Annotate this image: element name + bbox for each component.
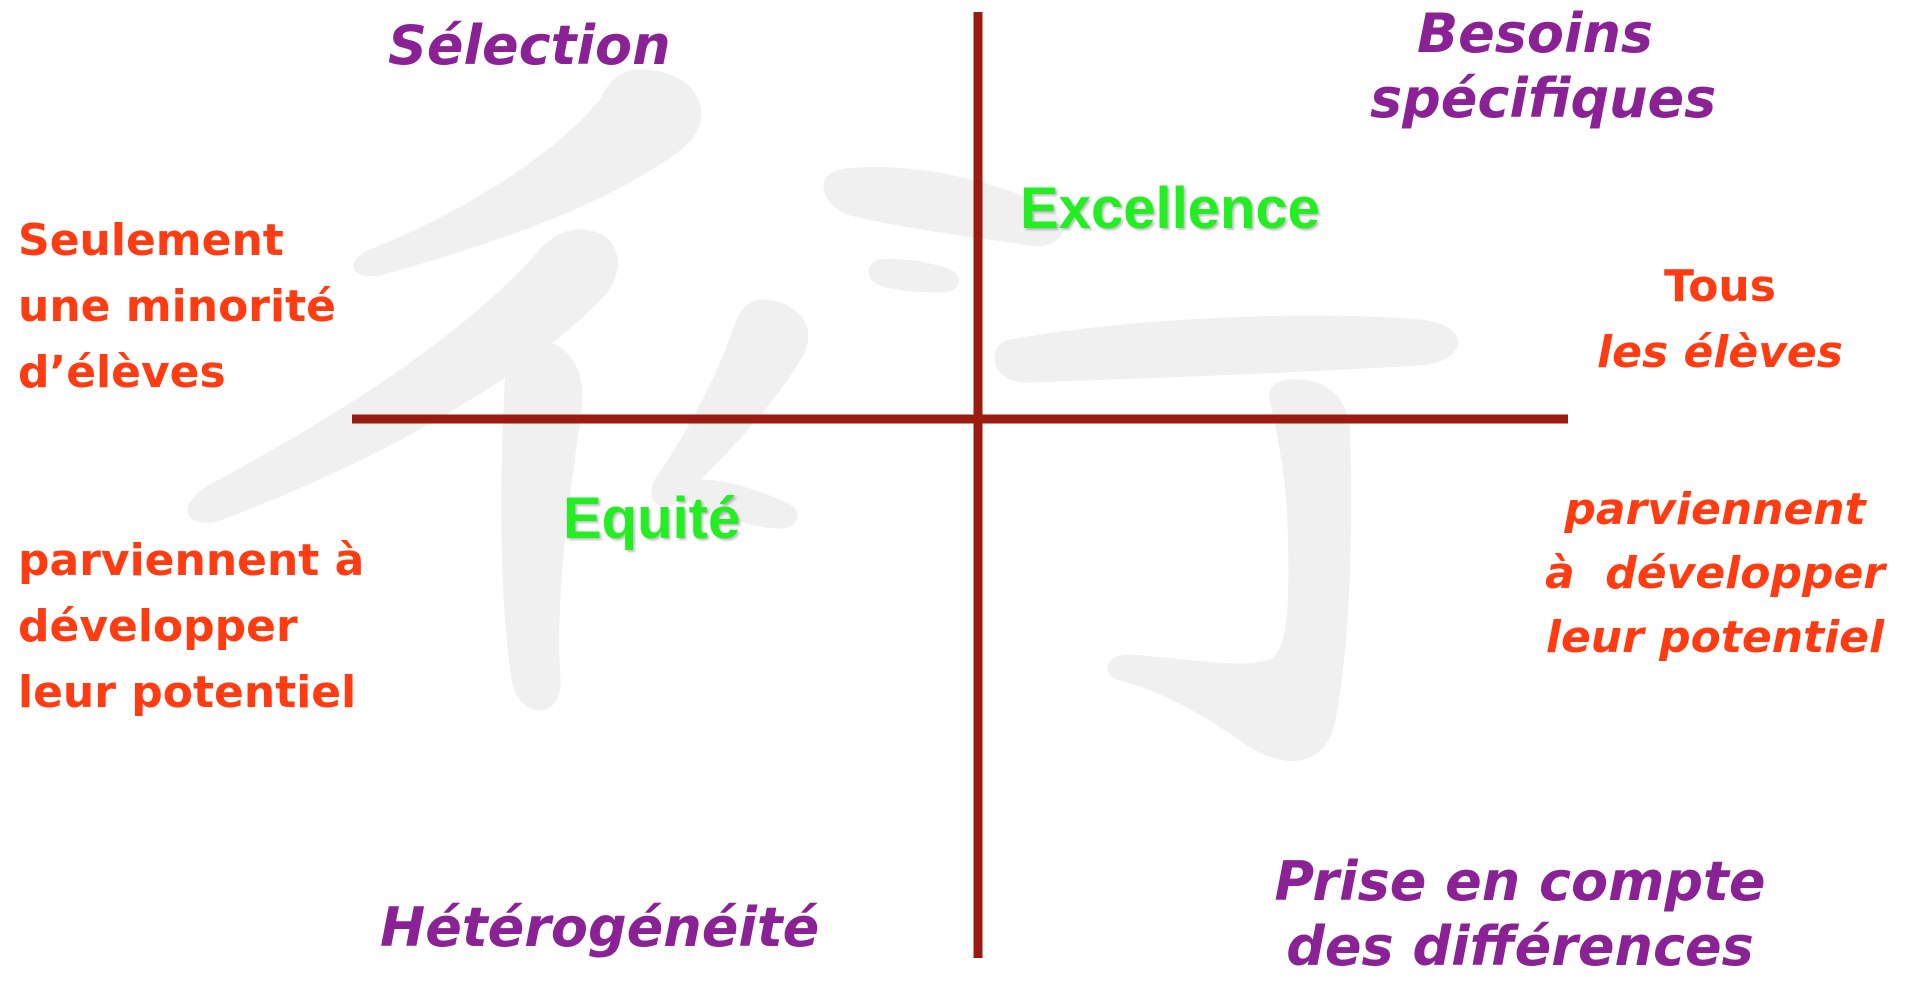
label-prise-line-1: Prise en compte: [1274, 850, 1766, 913]
left-who-text: Seulement une minorité d’élèves: [18, 208, 336, 406]
right-outcome-line-2: à développer: [1544, 547, 1886, 599]
left-outcome-line-1: parviennent à: [18, 535, 365, 586]
right-outcome-line-1: parviennent: [1564, 484, 1866, 535]
right-who-line-2: les élèves: [1597, 327, 1843, 378]
left-who-line-3: d’élèves: [18, 347, 226, 398]
left-outcome-text: parviennent à développer leur potentiel: [18, 528, 364, 726]
right-outcome-text: parviennent à développer leur potentiel: [1530, 478, 1900, 669]
label-prise-line-2: des différences: [1286, 914, 1754, 978]
label-excellence: Excellence: [1020, 176, 1320, 241]
left-outcome-line-2: développer: [18, 601, 298, 652]
label-prise-en-compte: Prise en compte des différences: [1260, 850, 1780, 980]
left-who-line-1: Seulement: [18, 215, 284, 266]
label-heterogeneite: Hétérogénéité: [380, 896, 820, 959]
left-who-line-2: une minorité: [18, 281, 336, 332]
right-outcome-line-3: leur potentiel: [1545, 611, 1885, 663]
right-who-text: Tous les élèves: [1560, 254, 1880, 386]
left-outcome-line-3: leur potentiel: [18, 667, 357, 718]
label-besoins-line-1: Besoins: [1416, 2, 1654, 65]
label-equite: Equité: [563, 486, 741, 551]
right-who-line-1: Tous: [1664, 261, 1776, 312]
label-besoins-line-2: spécifiques: [1370, 66, 1717, 130]
label-besoins-specifiques: Besoins spécifiques: [1370, 2, 1717, 132]
label-selection: Sélection: [388, 14, 671, 77]
